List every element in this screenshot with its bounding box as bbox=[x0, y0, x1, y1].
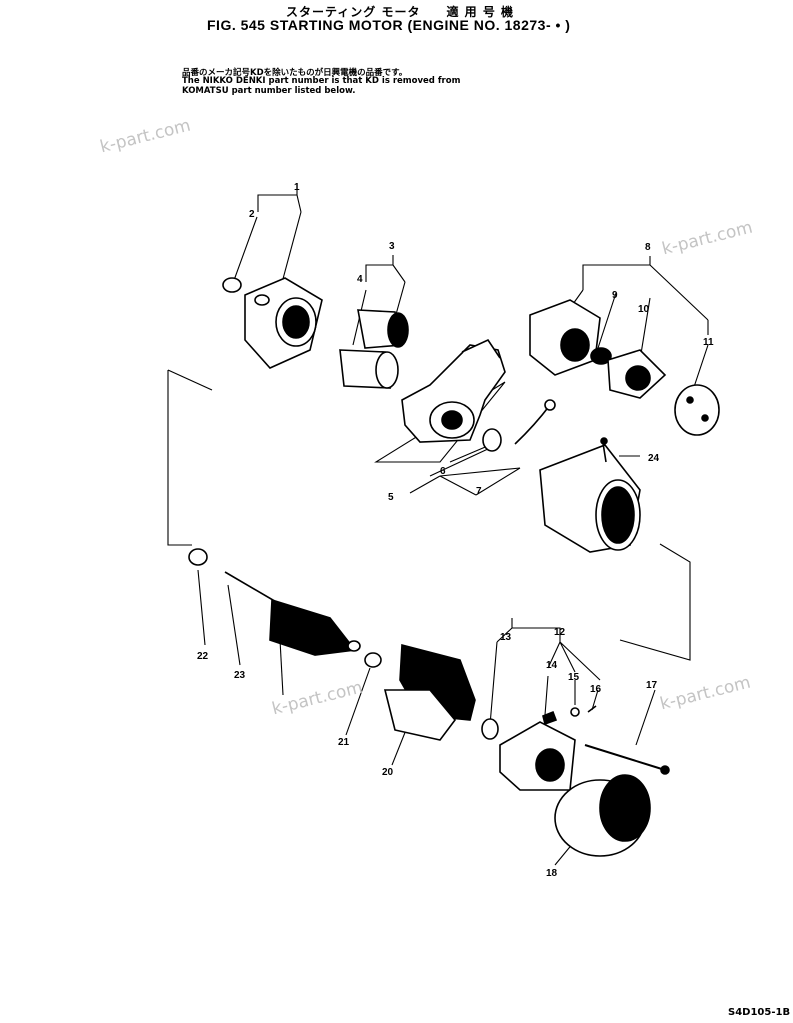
note-japanese: 品番のメーカ記号KDを除いたものが日興電機の品番です。 bbox=[182, 68, 408, 78]
callout-15: 15 bbox=[568, 672, 580, 683]
callout-10: 10 bbox=[638, 304, 650, 315]
callout-9: 9 bbox=[612, 290, 618, 301]
leader-21 bbox=[345, 667, 371, 736]
frame-line-left-top bbox=[167, 369, 213, 391]
figure-code: S4D105-1B bbox=[728, 1007, 791, 1018]
callout-22: 22 bbox=[197, 651, 209, 662]
callout-4: 4 bbox=[357, 274, 363, 285]
leader-3 bbox=[365, 255, 406, 283]
callout-13: 13 bbox=[500, 632, 512, 643]
leader-7 bbox=[439, 467, 521, 496]
leader-1 bbox=[257, 183, 302, 213]
leader-3b bbox=[394, 281, 406, 319]
callout-20: 20 bbox=[382, 767, 394, 778]
frame-line-right bbox=[619, 543, 691, 661]
callout-8: 8 bbox=[645, 242, 651, 253]
callout-7: 7 bbox=[476, 486, 482, 497]
leader-23 bbox=[227, 584, 241, 666]
callout-16: 16 bbox=[590, 684, 602, 695]
leader-17 bbox=[635, 689, 656, 746]
callout-17: 17 bbox=[646, 680, 658, 691]
leader-22 bbox=[197, 569, 206, 646]
leader-2 bbox=[232, 216, 258, 284]
note-english-line-1: The NIKKO DENKI part number is that KD i… bbox=[182, 76, 461, 86]
callout-21: 21 bbox=[338, 737, 350, 748]
callout-23: 23 bbox=[234, 670, 246, 681]
callout-2: 2 bbox=[249, 209, 255, 220]
callout-14: 14 bbox=[546, 660, 558, 671]
frame-line-left bbox=[167, 370, 192, 546]
leader-12-branches bbox=[489, 641, 601, 726]
leader-5 bbox=[409, 467, 521, 494]
callout-3: 3 bbox=[389, 241, 395, 252]
callout-12: 12 bbox=[554, 627, 566, 638]
callout-5: 5 bbox=[388, 492, 394, 503]
callout-11: 11 bbox=[703, 337, 714, 348]
figure-title: FIG. 545 STARTING MOTOR (ENGINE NO. 1827… bbox=[207, 17, 571, 33]
callout-24: 24 bbox=[648, 453, 660, 464]
leader-12 bbox=[496, 618, 561, 643]
leader-1b bbox=[279, 211, 302, 291]
note-english-line-2: KOMATSU part number listed below. bbox=[182, 86, 356, 96]
leader-6 bbox=[429, 444, 491, 477]
leader-14-16 bbox=[544, 675, 599, 716]
japanese-title: スターティング モータ 適 用 号 機 bbox=[286, 5, 514, 19]
leader-23b bbox=[279, 639, 284, 696]
leader-8 bbox=[582, 256, 709, 321]
callout-1: 1 bbox=[294, 182, 300, 193]
callout-18: 18 bbox=[546, 868, 558, 879]
callout-6: 6 bbox=[440, 466, 446, 477]
